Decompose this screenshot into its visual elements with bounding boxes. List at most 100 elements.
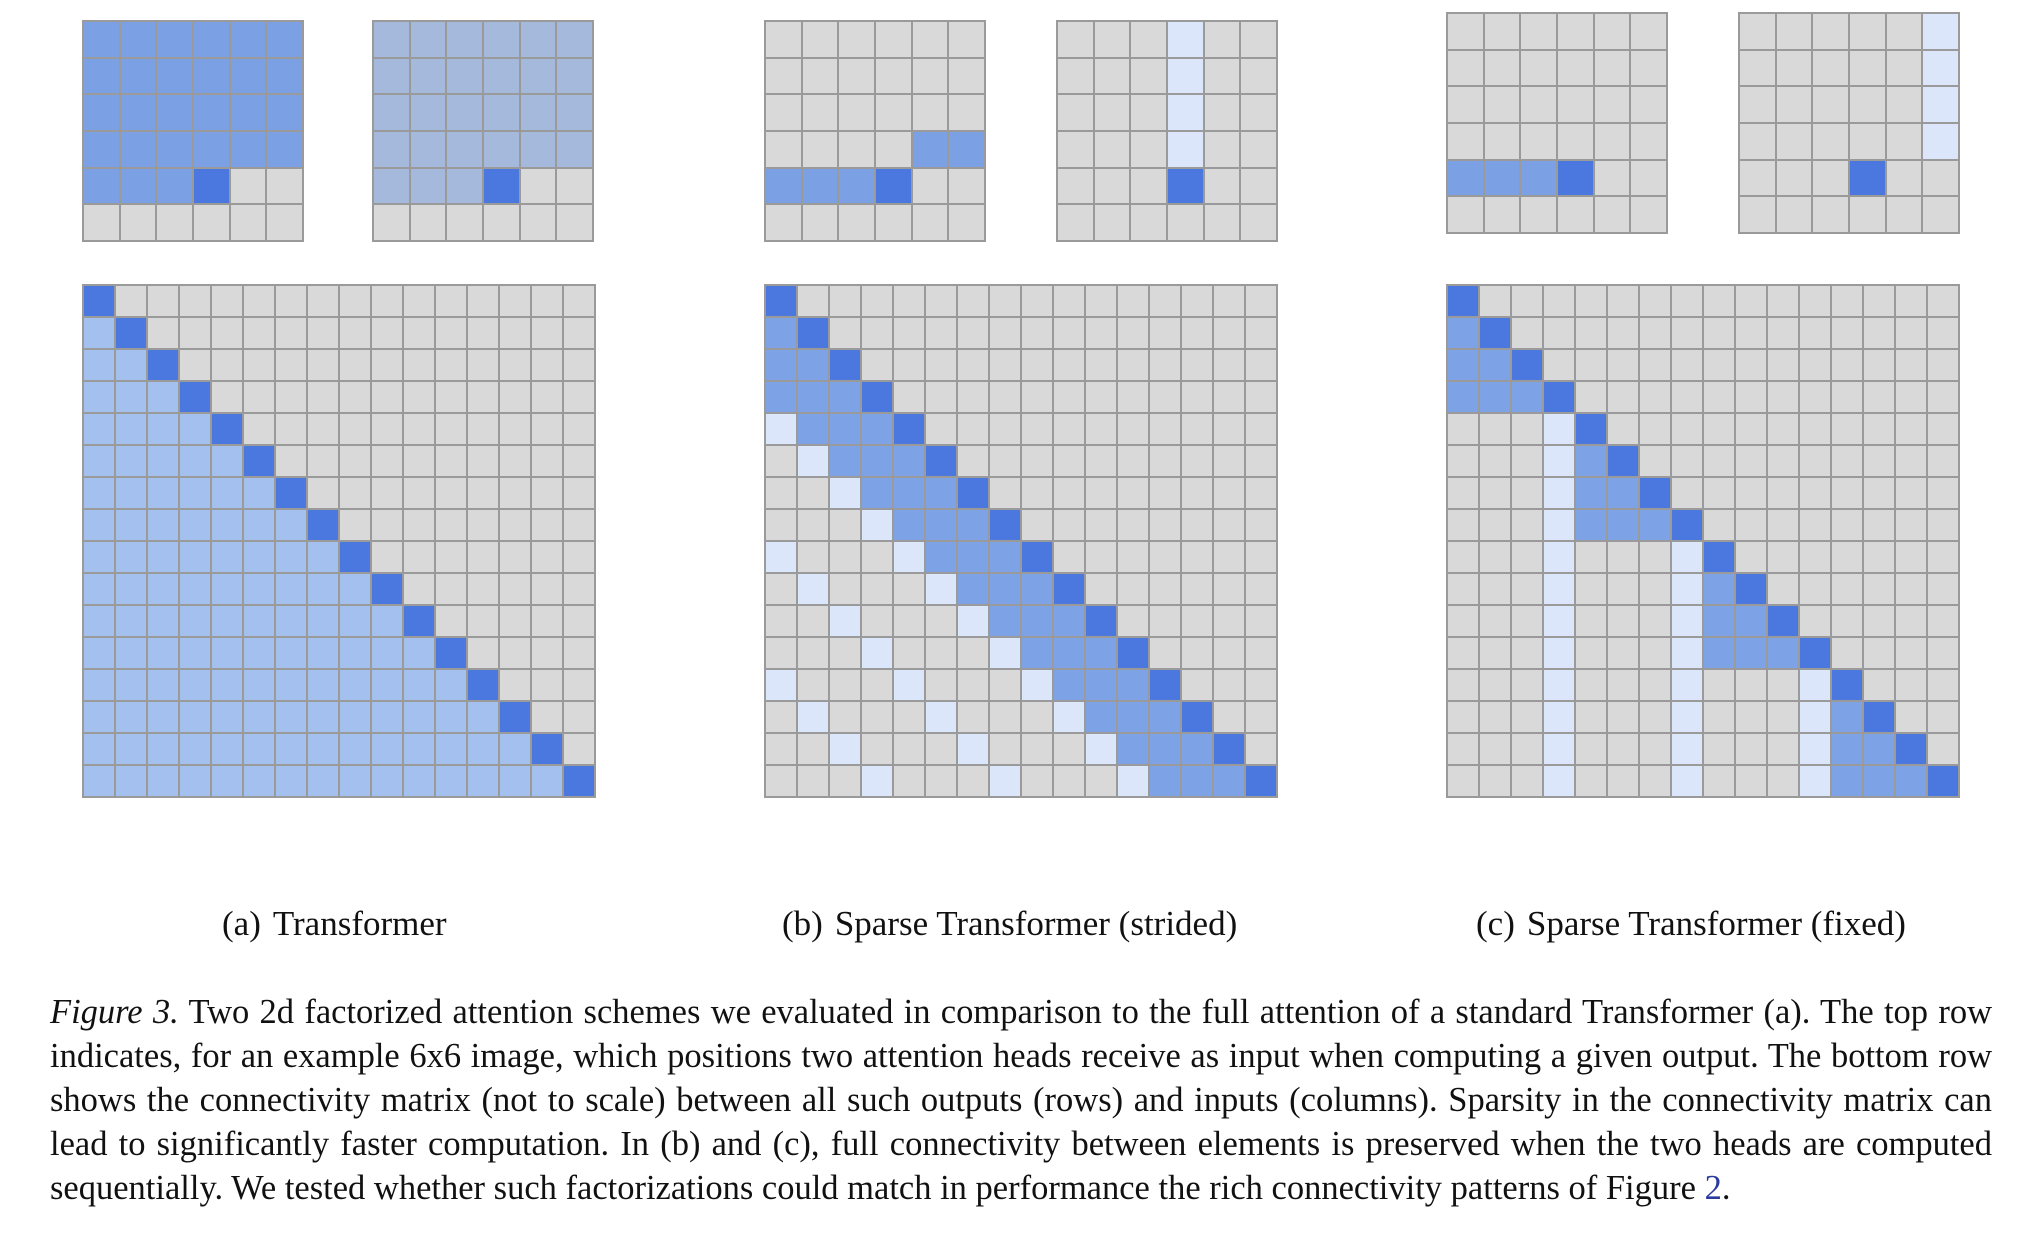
grid-cell xyxy=(1168,58,1205,96)
grid-cell xyxy=(116,382,148,414)
subfigure-b-connectivity-matrix xyxy=(764,284,1278,798)
grid-cell xyxy=(564,670,596,702)
figure-reference-link[interactable]: 2 xyxy=(1704,1169,1722,1207)
grid-cell xyxy=(894,414,926,446)
grid-cell xyxy=(532,702,564,734)
grid-cell xyxy=(1704,318,1736,350)
grid-cell xyxy=(1544,414,1576,446)
grid-cell xyxy=(340,382,372,414)
grid-cell xyxy=(116,670,148,702)
grid-cell xyxy=(1246,286,1278,318)
grid-cell xyxy=(84,670,116,702)
grid-cell xyxy=(374,58,411,96)
grid-cell xyxy=(1800,670,1832,702)
grid-cell xyxy=(468,638,500,670)
grid-cell xyxy=(276,318,308,350)
grid-cell xyxy=(120,58,158,96)
grid-cell xyxy=(894,574,926,606)
grid-cell xyxy=(926,606,958,638)
grid-cell xyxy=(148,702,180,734)
grid-cell xyxy=(276,606,308,638)
grid-cell xyxy=(1512,350,1544,382)
grid-cell xyxy=(802,205,840,242)
grid-cell xyxy=(468,446,500,478)
grid-cell xyxy=(1768,510,1800,542)
grid-cell xyxy=(1864,574,1896,606)
grid-cell xyxy=(1131,132,1168,169)
grid-cell xyxy=(212,350,244,382)
grid-cell xyxy=(404,670,436,702)
grid-cell xyxy=(1022,286,1054,318)
grid-cell xyxy=(1736,542,1768,574)
grid-cell xyxy=(116,286,148,318)
grid-cell xyxy=(1241,132,1278,169)
grid-cell xyxy=(1544,574,1576,606)
grid-cell xyxy=(468,734,500,766)
grid-cell xyxy=(1214,606,1246,638)
grid-cell xyxy=(1832,606,1864,638)
grid-cell xyxy=(1576,478,1608,510)
grid-cell xyxy=(1864,702,1896,734)
grid-cell xyxy=(1521,124,1558,161)
grid-cell xyxy=(839,95,876,132)
grid-cell xyxy=(148,574,180,606)
grid-cell xyxy=(926,382,958,414)
grid-cell xyxy=(1182,670,1214,702)
grid-cell xyxy=(244,606,276,638)
grid-cell xyxy=(116,510,148,542)
grid-cell xyxy=(1448,286,1480,318)
grid-cell xyxy=(830,766,862,798)
grid-cell xyxy=(500,414,532,446)
grid-cell xyxy=(766,478,798,510)
subcaption-b-label: (b) xyxy=(782,904,823,943)
grid-cell xyxy=(230,95,268,132)
grid-cell xyxy=(1150,350,1182,382)
grid-cell xyxy=(990,478,1022,510)
grid-cell xyxy=(1558,14,1595,51)
grid-cell xyxy=(1448,14,1485,51)
grid-cell xyxy=(1544,542,1576,574)
grid-cell xyxy=(1086,350,1118,382)
grid-cell xyxy=(1214,478,1246,510)
grid-cell xyxy=(267,205,304,242)
grid-cell xyxy=(340,414,372,446)
grid-cell xyxy=(1118,318,1150,350)
grid-cell xyxy=(1246,542,1278,574)
grid-cell xyxy=(1832,670,1864,702)
grid-cell xyxy=(244,670,276,702)
grid-cell xyxy=(1928,542,1960,574)
grid-cell xyxy=(1086,766,1118,798)
grid-cell xyxy=(1800,638,1832,670)
grid-cell xyxy=(839,132,876,169)
grid-cell xyxy=(1672,382,1704,414)
grid-cell xyxy=(116,446,148,478)
grid-cell xyxy=(1480,702,1512,734)
grid-cell xyxy=(1118,702,1150,734)
grid-cell xyxy=(1150,318,1182,350)
grid-cell xyxy=(276,382,308,414)
grid-cell xyxy=(1631,87,1668,124)
grid-cell xyxy=(468,318,500,350)
grid-cell xyxy=(1736,638,1768,670)
grid-cell xyxy=(1544,734,1576,766)
grid-cell xyxy=(1182,350,1214,382)
grid-cell xyxy=(500,446,532,478)
grid-cell xyxy=(520,168,558,206)
grid-cell xyxy=(194,168,231,206)
grid-cell xyxy=(1594,124,1632,161)
grid-cell xyxy=(157,58,194,96)
grid-cell xyxy=(990,286,1022,318)
grid-cell xyxy=(372,414,404,446)
grid-cell xyxy=(1054,542,1086,574)
grid-cell xyxy=(1086,446,1118,478)
grid-cell xyxy=(1832,286,1864,318)
grid-cell xyxy=(958,638,990,670)
grid-cell xyxy=(1054,382,1086,414)
grid-cell xyxy=(1704,382,1736,414)
grid-cell xyxy=(1923,197,1960,234)
grid-cell xyxy=(557,22,594,59)
grid-cell xyxy=(894,478,926,510)
grid-cell xyxy=(116,734,148,766)
grid-cell xyxy=(1886,14,1924,51)
grid-cell xyxy=(766,734,798,766)
